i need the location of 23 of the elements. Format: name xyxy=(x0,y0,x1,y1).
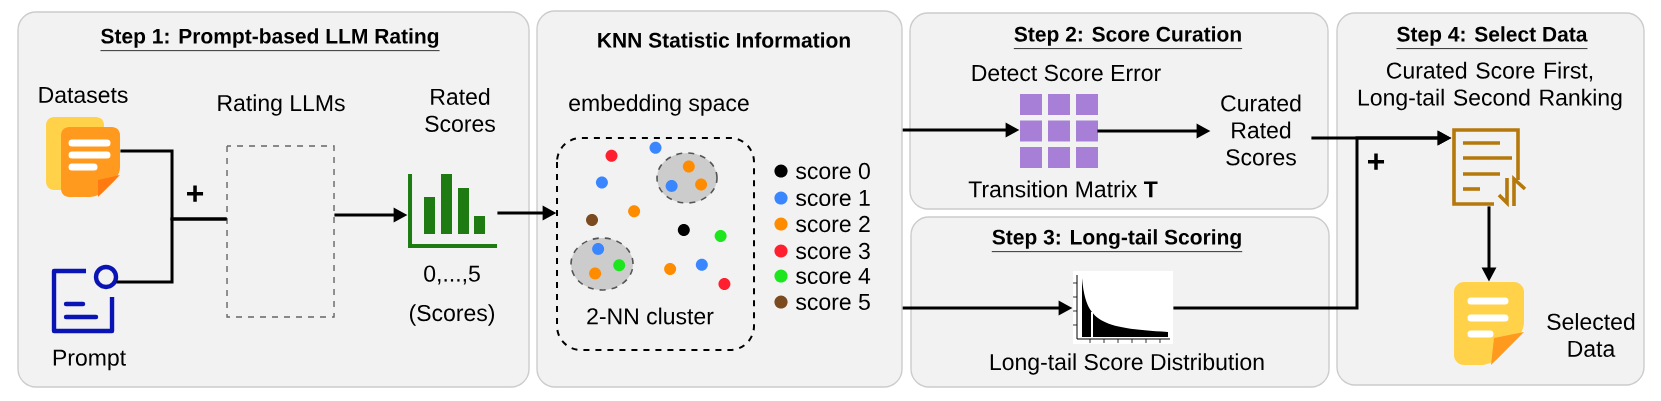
legend-text: score 0 xyxy=(796,162,870,180)
connector-line xyxy=(116,217,227,284)
node-label: embedding space xyxy=(569,94,749,116)
node-label: 2-NN cluster xyxy=(587,307,714,325)
legend-text: score 1 xyxy=(796,190,870,206)
node-label: (Scores) xyxy=(410,304,495,326)
node-label: Rating LLMs xyxy=(218,94,345,116)
node-label: Long-tail Score Distribution xyxy=(990,353,1264,375)
plus-sign: + xyxy=(1368,153,1385,170)
node-label: Prompt xyxy=(53,349,126,371)
legend-text: score 5 xyxy=(796,294,870,310)
node-label: Curated Score First, Long-tail Second Ranking xyxy=(1358,61,1622,111)
node-label: Datasets xyxy=(39,87,128,103)
node-label: Rated Scores xyxy=(425,88,495,132)
curated-scores-text: Curated Rated Scores xyxy=(1221,94,1301,166)
node-label: Selected Data xyxy=(1547,313,1635,357)
node-label: 0,...,5 xyxy=(424,265,480,285)
legend-text: score 2 xyxy=(796,215,870,233)
plus-sign: + xyxy=(187,185,204,202)
legend-text: score 3 xyxy=(796,242,870,260)
legend-text: score 4 xyxy=(796,268,871,284)
node-label: Transition Matrix T xyxy=(968,180,1158,198)
node-label: Detect Score Error xyxy=(972,64,1161,82)
